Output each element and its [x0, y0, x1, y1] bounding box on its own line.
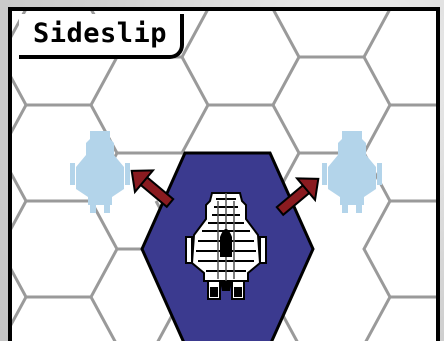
maneuver-card: Sideslip	[8, 7, 440, 341]
card-title: Sideslip	[19, 14, 184, 59]
hex-board	[12, 11, 440, 341]
starship-ghost-icon	[322, 131, 382, 213]
